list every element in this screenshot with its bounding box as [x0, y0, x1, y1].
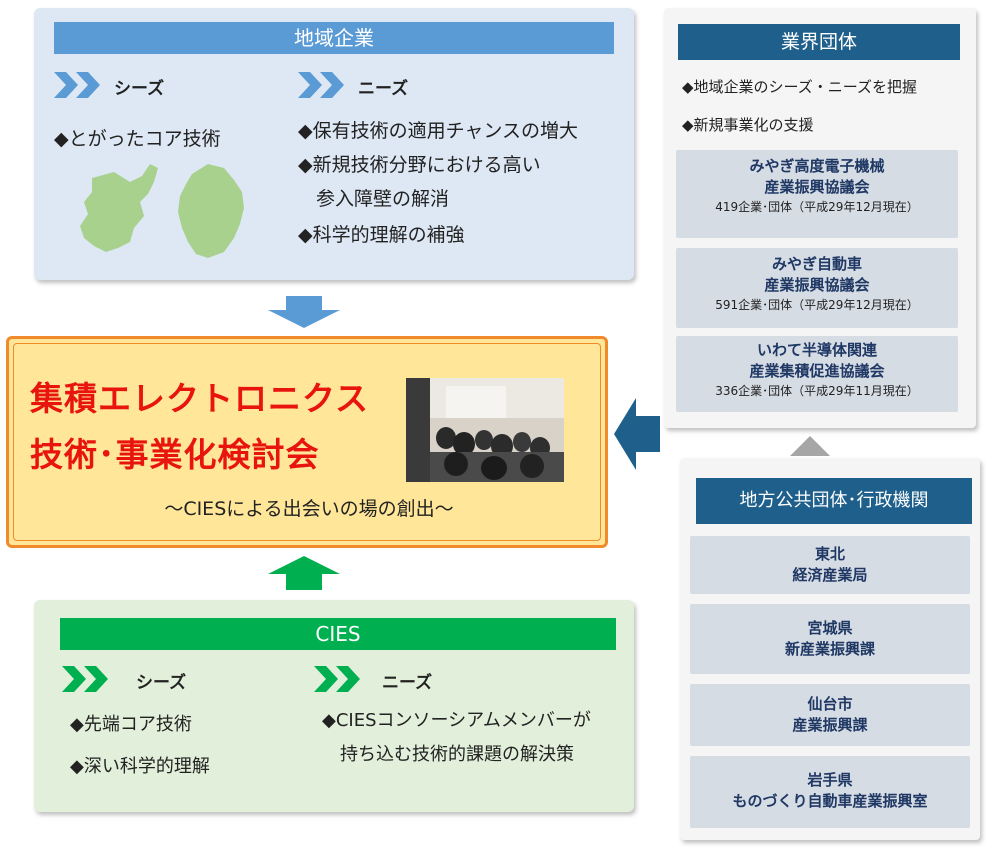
- regional-need-item: 参入障壁の解消: [316, 188, 450, 210]
- industry-org-card: みやぎ高度電子機械 産業振興協議会 419企業･団体（平成29年12月現在）: [676, 150, 958, 238]
- chevron-right-icon: [298, 72, 344, 98]
- regional-companies-title: 地域企業: [54, 22, 614, 54]
- industry-bullet: ◆地域企業のシーズ・ニーズを把握: [682, 78, 918, 96]
- arrow-down-icon: [268, 296, 340, 328]
- regional-seed-item: ◆とがったコア技術: [54, 128, 221, 150]
- cies-seed-item: ◆先端コア技術: [70, 714, 192, 735]
- industry-org-card: みやぎ自動車 産業振興協議会 591企業･団体（平成29年12月現在）: [676, 248, 958, 328]
- cies-seed-item: ◆深い科学的理解: [70, 756, 210, 777]
- public-bodies-title: 地方公共団体･行政機関: [696, 478, 972, 524]
- cies-need-item: 持ち込む技術的課題の解決策: [340, 744, 574, 765]
- cies-seeds-label: シーズ: [136, 673, 187, 693]
- chevron-right-icon: [54, 72, 100, 98]
- study-group-title-line1: 集積エレクトロニクス: [30, 379, 370, 418]
- arrow-up-icon: [268, 556, 340, 590]
- chevron-right-icon: [314, 666, 360, 692]
- public-org-card: 仙台市 産業振興課: [690, 684, 970, 746]
- regional-need-item: ◆保有技術の適用チャンスの増大: [298, 120, 579, 142]
- regional-need-item: ◆新規技術分野における高い: [298, 154, 541, 176]
- photo: [406, 378, 564, 482]
- regional-need-item: ◆科学的理解の補強: [298, 224, 465, 246]
- regional-needs-label: ニーズ: [358, 79, 409, 99]
- study-group-subtitle: ～CIESによる出会いの場の創出～: [164, 498, 454, 520]
- public-org-card: 宮城県 新産業振興課: [690, 604, 970, 674]
- arrow-up-icon: [790, 436, 830, 456]
- cies-need-item: ◆CIESコンソーシアムメンバーが: [322, 710, 591, 731]
- public-org-card: 東北 経済産業局: [690, 536, 970, 594]
- map-icon: [80, 164, 244, 258]
- arrow-left-icon: [614, 398, 660, 470]
- study-group-title-line2: 技術･事業化検討会: [30, 435, 320, 474]
- industry-bullet: ◆新規事業化の支援: [682, 116, 814, 134]
- cies-needs-label: ニーズ: [382, 673, 433, 693]
- chevron-right-icon: [62, 666, 108, 692]
- public-org-card: 岩手県 ものづくり自動車産業振興室: [690, 756, 970, 828]
- industry-associations-title: 業界団体: [678, 24, 960, 60]
- industry-org-card: いわて半導体関連 産業集積促進協議会 336企業･団体（平成29年11月現在）: [676, 336, 958, 412]
- cies-title: CIES: [60, 618, 616, 650]
- regional-seeds-label: シーズ: [114, 79, 165, 99]
